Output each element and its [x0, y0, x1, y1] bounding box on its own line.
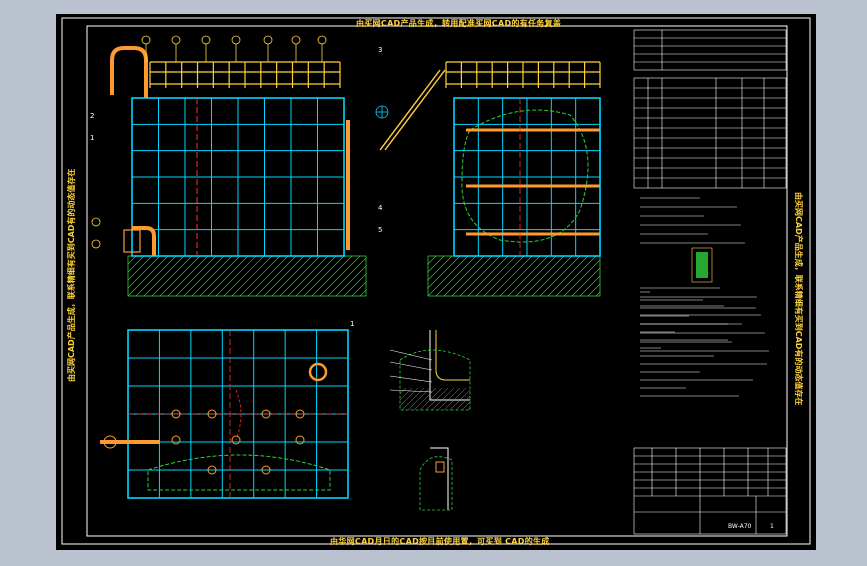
top-banner: 由买网CAD产品生成，转用配准买网CAD的有任务复盖	[356, 19, 562, 28]
title-block	[633, 447, 787, 535]
callout-3: 3	[378, 46, 382, 54]
bottom-banner: 由华网CAD月日的CAD按目前使用置，可买到 CAD的生成	[330, 537, 550, 546]
side-elevation	[375, 61, 601, 297]
inner-frame	[86, 25, 788, 537]
callout-1: 1	[90, 134, 94, 142]
right-banner: 由买网CAD产品生成，联系精细有买到CAD有的动态值存在	[794, 192, 803, 406]
callout-4: 4	[378, 204, 383, 212]
outer-frame	[61, 17, 811, 545]
material-tables	[633, 29, 787, 397]
front-elevation	[91, 35, 367, 297]
callout-6: 1	[350, 320, 354, 328]
sheet-number: 1	[770, 523, 774, 530]
plan-view	[100, 329, 349, 499]
drawing-sheet	[56, 14, 816, 550]
drawing-number: BW-A70	[728, 523, 752, 530]
detail-sections	[389, 330, 471, 511]
callout-2: 2	[90, 112, 94, 120]
callout-5: 5	[378, 226, 382, 234]
left-banner: 由买网CAD产品生成，联系精细有买到CAD有的动态值存在	[67, 168, 76, 382]
